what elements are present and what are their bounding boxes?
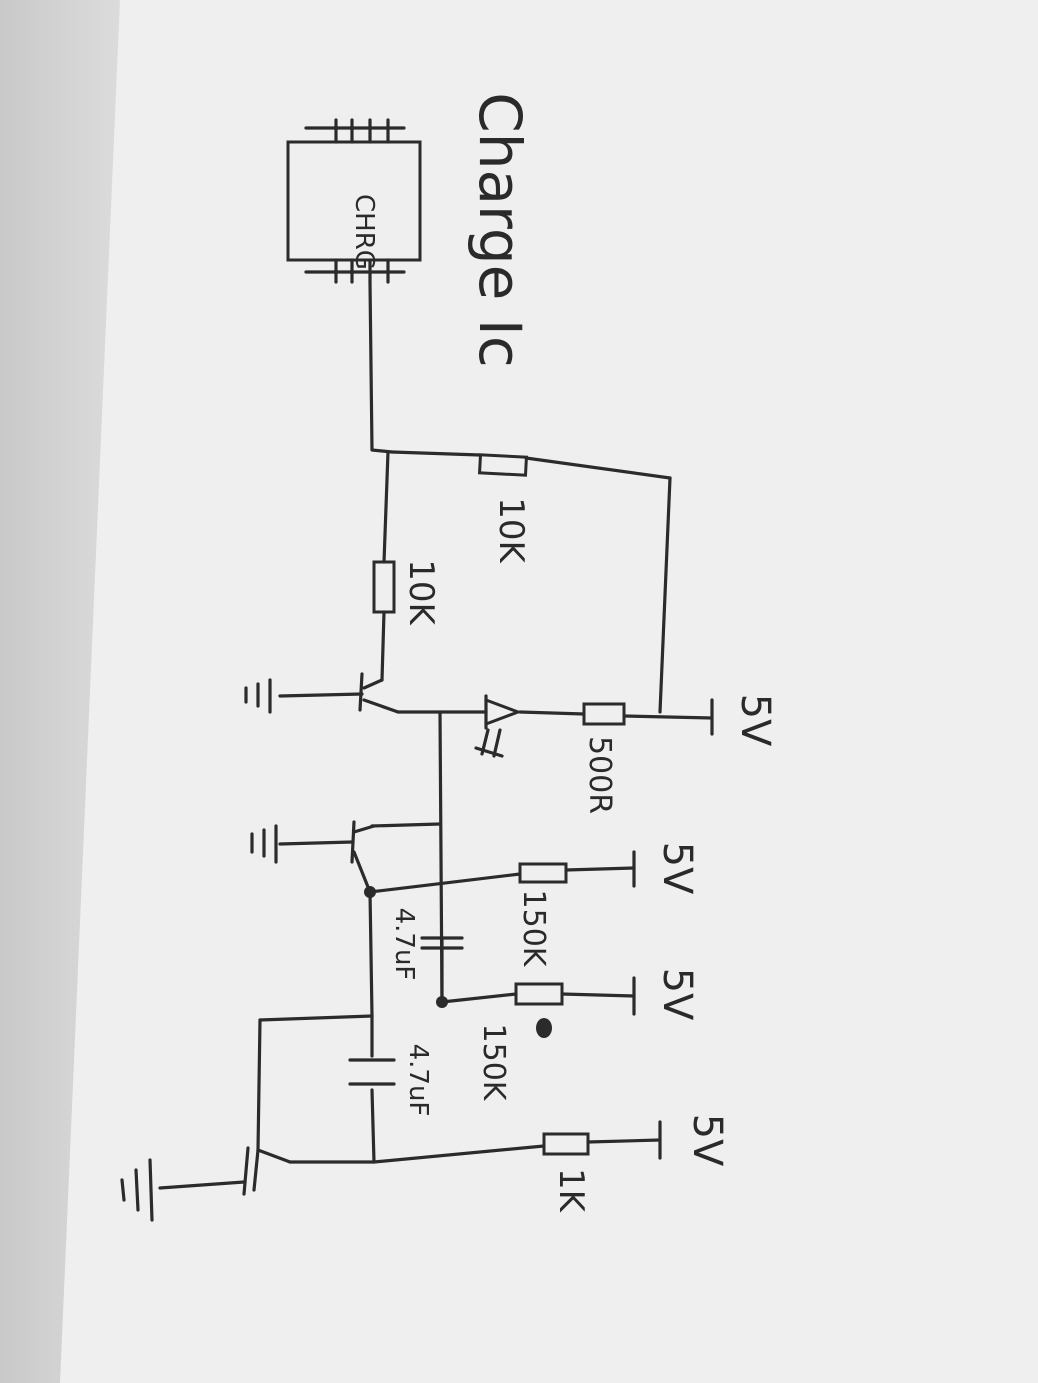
resistor-r6-label: 1K	[551, 1168, 591, 1214]
supply-label-3: 5V	[654, 968, 700, 1021]
resistor-r1	[477, 453, 529, 477]
resistor-r3	[582, 702, 626, 726]
resistor-r2-label: 10K	[401, 559, 441, 626]
signal-wires	[158, 280, 714, 1196]
ic-pin-label: CHRG	[349, 194, 379, 270]
supply-label-2: 5V	[654, 842, 700, 895]
resistor-r1-label: 10K	[491, 497, 531, 564]
resistor-r5-label: 150K	[476, 1024, 511, 1102]
capacitor-c2-label: 4.7uF	[403, 1044, 433, 1117]
supply-label-1: 5V	[732, 694, 778, 747]
capacitor-c1-label: 4.7uF	[389, 908, 419, 981]
resistor-r3-label: 500R	[582, 736, 617, 814]
resistor-r4-label: 150K	[516, 890, 551, 968]
junction-dots	[364, 886, 552, 1038]
ic-chip-body	[286, 140, 422, 262]
resistor-r5	[514, 982, 564, 1006]
capacitor-c2	[348, 1058, 396, 1086]
supply-label-4: 5V	[684, 1114, 730, 1167]
ground-symbol-1	[244, 678, 272, 714]
resistor-r4	[518, 862, 568, 884]
ic-title: Charge Ic	[466, 92, 534, 368]
capacitor-c1	[420, 936, 464, 950]
resistor-r6	[542, 1132, 590, 1156]
resistor-r2	[372, 560, 396, 614]
ic-pins-top	[304, 118, 406, 144]
led-diode	[474, 694, 523, 758]
ground-symbol-2	[250, 824, 278, 864]
ground-symbol-3	[120, 1158, 154, 1222]
ic-pins-bottom	[304, 258, 406, 284]
paper-sheet	[60, 0, 1038, 1383]
